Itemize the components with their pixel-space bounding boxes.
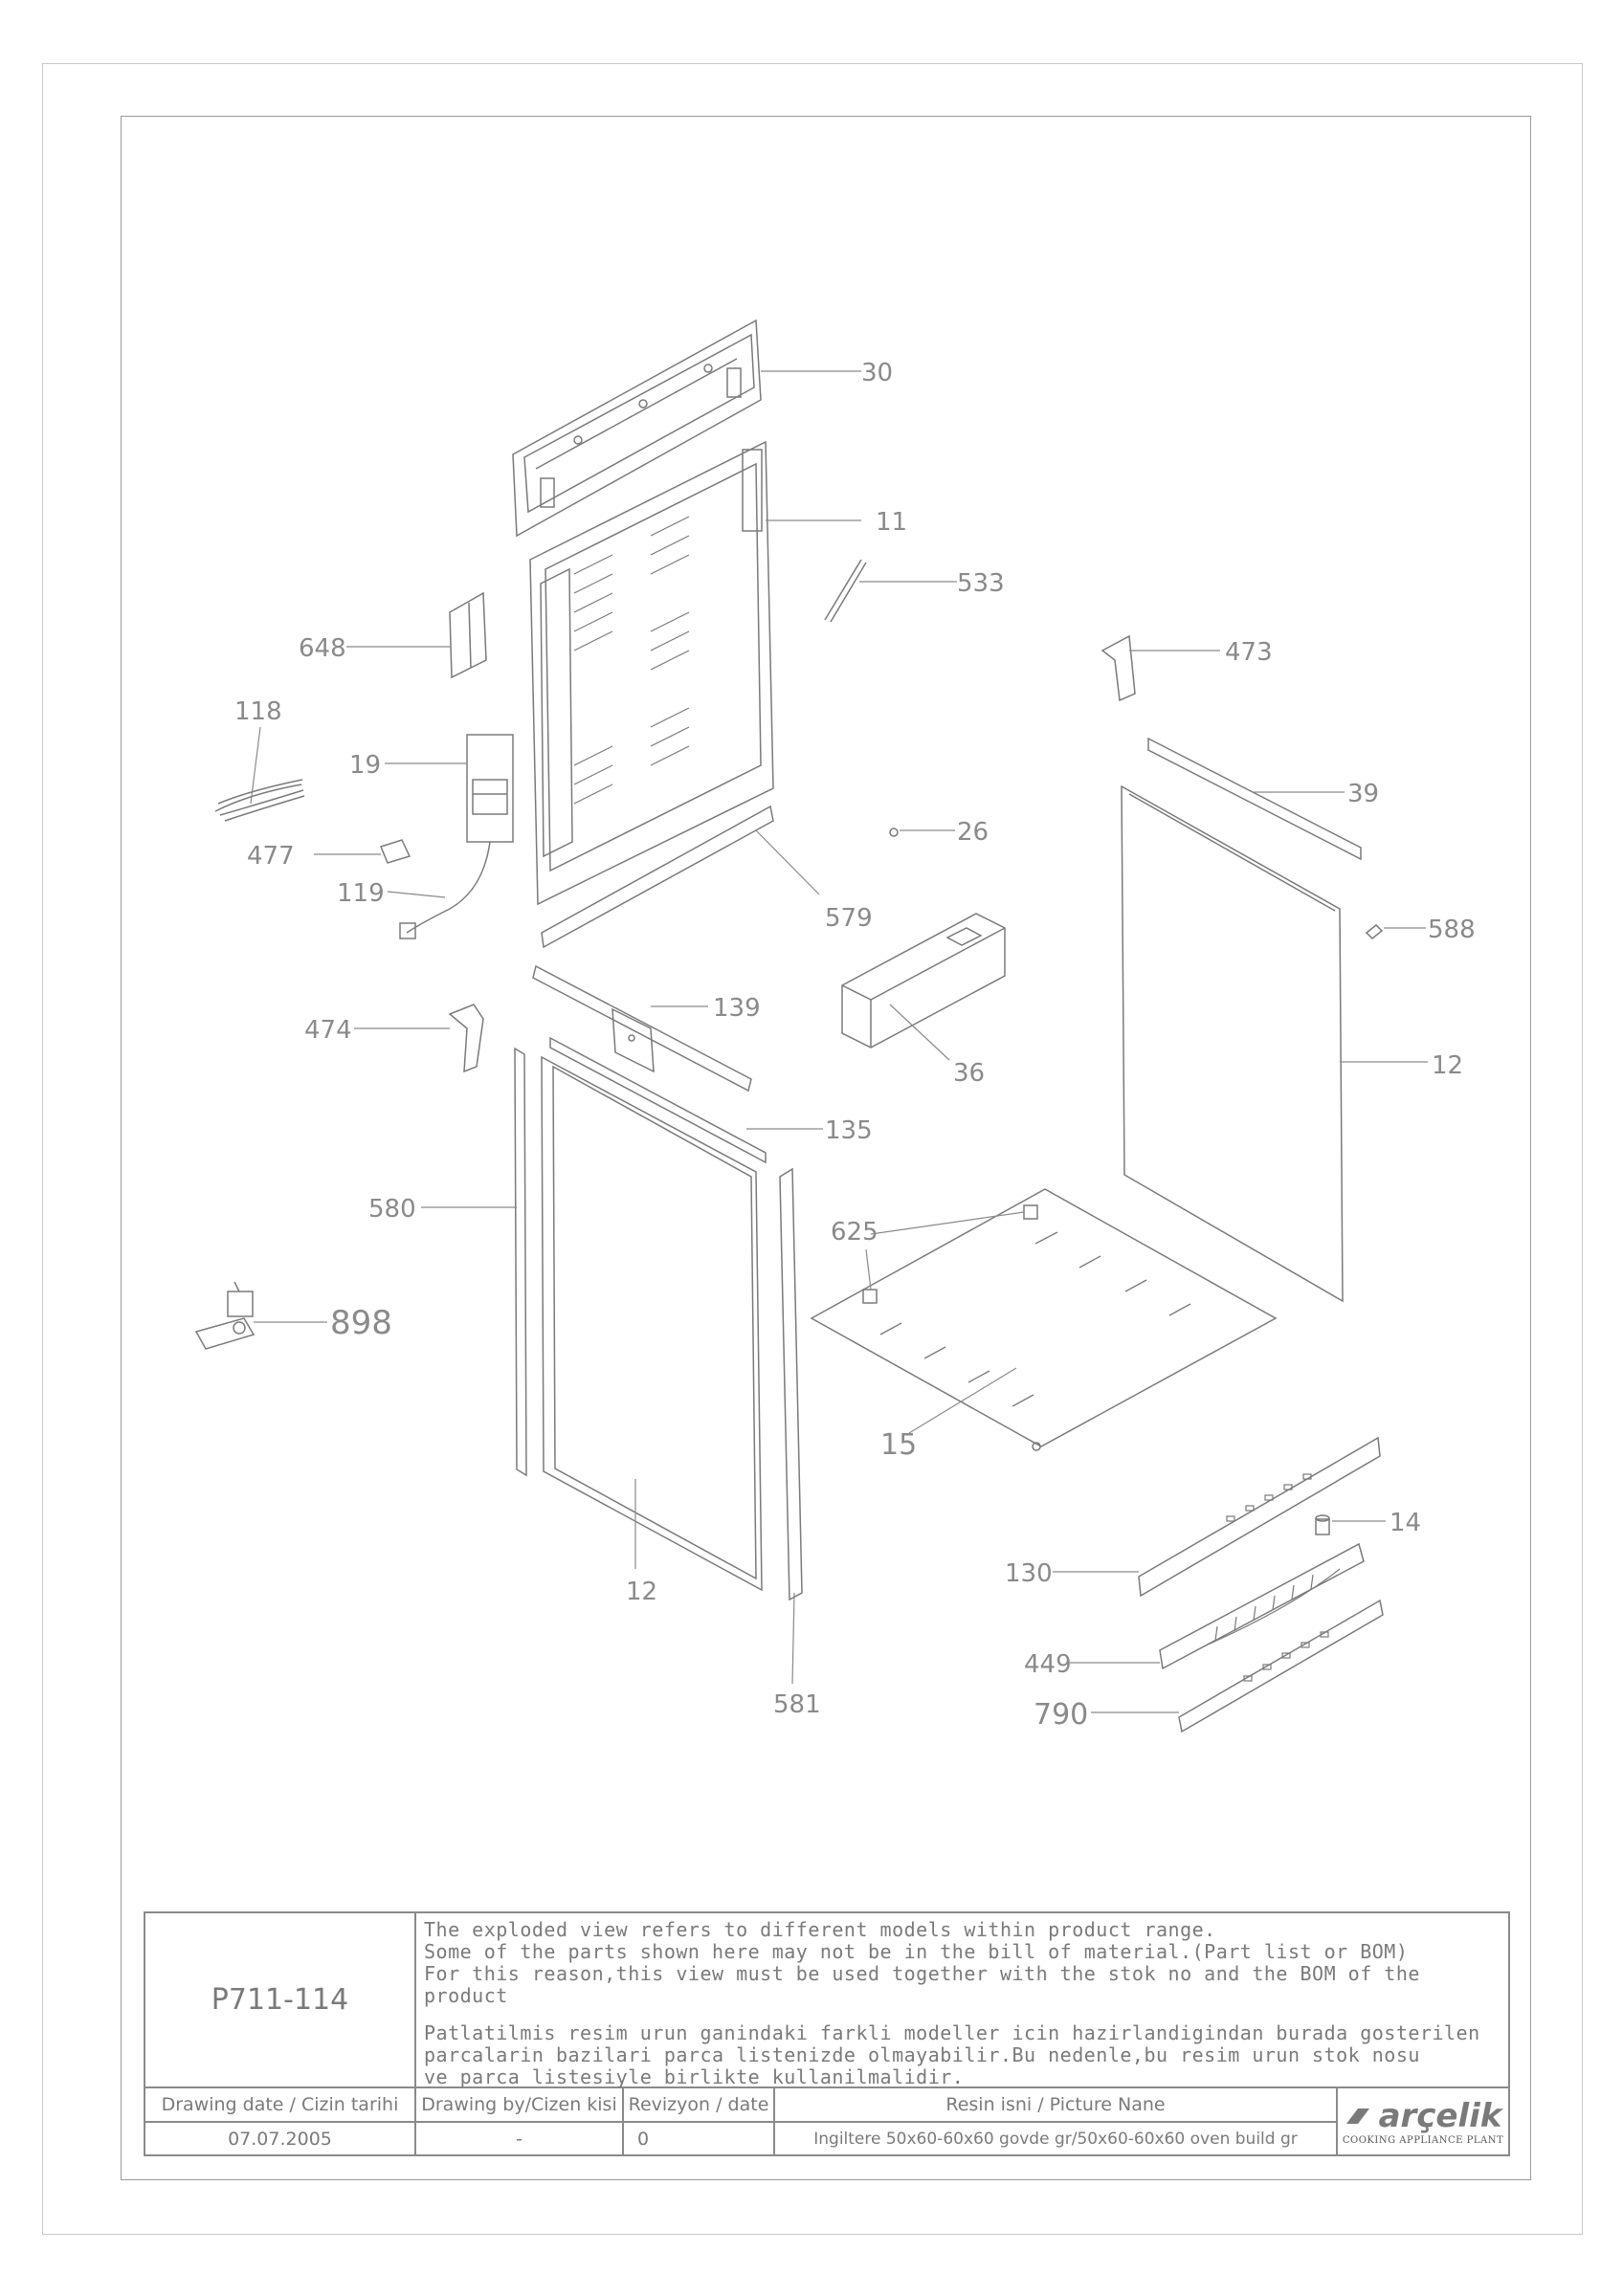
value-drawing-by: -	[415, 2122, 623, 2155]
label-26: 26	[957, 818, 989, 847]
header-drawing-by: Drawing by/Cizen kisi	[415, 2087, 623, 2122]
note-en-2: Some of the parts shown here may not be …	[424, 1940, 1409, 1963]
label-477: 477	[247, 842, 295, 871]
label-588: 588	[1428, 916, 1476, 944]
note-tr-3: ve parca listesiyle birlikte kullanilmal…	[424, 2065, 965, 2088]
label-898: 898	[330, 1304, 392, 1342]
part-533-strip	[824, 559, 867, 623]
part-648-bracket	[449, 591, 487, 679]
label-533: 533	[957, 569, 1005, 598]
part-118-cable	[214, 779, 305, 822]
part-898-thermostat	[194, 1281, 256, 1350]
part-581-strip	[779, 1167, 803, 1601]
part-135-strip	[549, 1036, 767, 1164]
part-14-foot	[1315, 1514, 1330, 1535]
header-revision: Revizyon / date	[623, 2087, 774, 2122]
label-11: 11	[876, 508, 907, 537]
part-39-strip	[1147, 737, 1362, 861]
label-139: 139	[713, 994, 761, 1023]
sheet-outer-border	[42, 63, 1583, 2235]
value-drawing-date: 07.07.2005	[145, 2122, 415, 2155]
part-26-screw	[889, 828, 899, 837]
label-625: 625	[831, 1218, 878, 1247]
logo-swoosh-icon	[1345, 2108, 1369, 2124]
logo-subtitle: COOKING APPLIANCE PLANT	[1342, 2135, 1504, 2146]
part-473-clip	[1101, 634, 1136, 702]
title-block: P711-114 The exploded view refers to dif…	[144, 1911, 1510, 2156]
part-790-rail	[1178, 1599, 1384, 1733]
label-579: 579	[825, 904, 873, 933]
part-477-label	[379, 839, 411, 864]
logo-wordmark: arçelik	[1378, 2097, 1502, 2135]
label-473: 473	[1225, 638, 1273, 667]
label-15: 15	[880, 1428, 917, 1462]
part-130-rail	[1138, 1436, 1381, 1598]
part-11-back-panel	[529, 440, 774, 906]
label-36: 36	[953, 1059, 985, 1088]
label-580: 580	[368, 1195, 416, 1224]
company-logo: arçelik COOKING APPLIANCE PLANT	[1337, 2087, 1509, 2155]
part-15-base-plate	[810, 1188, 1278, 1451]
header-picture-name: Resin isni / Picture Nane	[774, 2087, 1337, 2122]
label-19: 19	[349, 751, 381, 780]
label-474: 474	[304, 1016, 352, 1045]
part-12-side-panel-left	[541, 1055, 763, 1592]
drawing-code: P711-114	[145, 1912, 415, 2087]
part-19-terminal-block	[399, 734, 514, 939]
note-en-3: For this reason,this view must be used t…	[424, 1962, 1420, 2007]
label-118: 118	[234, 697, 282, 726]
header-drawing-date: Drawing date / Cizin tarihi	[145, 2087, 415, 2122]
drawing-frame	[121, 116, 1531, 2180]
drawing-notes: The exploded view refers to different mo…	[415, 1912, 1509, 2088]
label-12-right: 12	[1432, 1051, 1463, 1080]
part-36-block	[841, 913, 1006, 1049]
label-12-left: 12	[626, 1578, 657, 1606]
leader-lines	[250, 370, 1428, 1713]
note-tr-1: Patlatilmis resim urun ganindaki farkli …	[424, 2021, 1480, 2044]
part-579-strip	[541, 805, 774, 949]
label-30: 30	[861, 359, 893, 387]
label-648: 648	[299, 634, 346, 663]
label-581: 581	[773, 1690, 821, 1719]
part-580-strip	[514, 1047, 527, 1477]
logo-row: arçelik	[1345, 2097, 1502, 2135]
label-449: 449	[1024, 1650, 1072, 1679]
part-588-clip	[1365, 923, 1384, 940]
part-139-rail	[532, 964, 752, 1093]
label-14: 14	[1390, 1509, 1421, 1537]
note-tr-2: parcalarin bazilari parca listenizde olm…	[424, 2043, 1420, 2066]
part-449-vent	[1159, 1542, 1365, 1670]
value-revision: 0	[623, 2122, 774, 2155]
label-790: 790	[1034, 1698, 1088, 1732]
note-en-1: The exploded view refers to different mo…	[424, 1918, 1216, 1941]
part-474-bracket	[448, 1004, 484, 1073]
label-135: 135	[825, 1116, 873, 1145]
value-picture-name: Ingiltere 50x60-60x60 govde gr/50x60-60x…	[774, 2122, 1337, 2155]
label-119: 119	[337, 879, 385, 908]
part-12-side-panel-right	[1121, 784, 1344, 1303]
label-130: 130	[1005, 1559, 1053, 1588]
part-30-rail	[512, 319, 762, 538]
label-39: 39	[1347, 780, 1379, 808]
